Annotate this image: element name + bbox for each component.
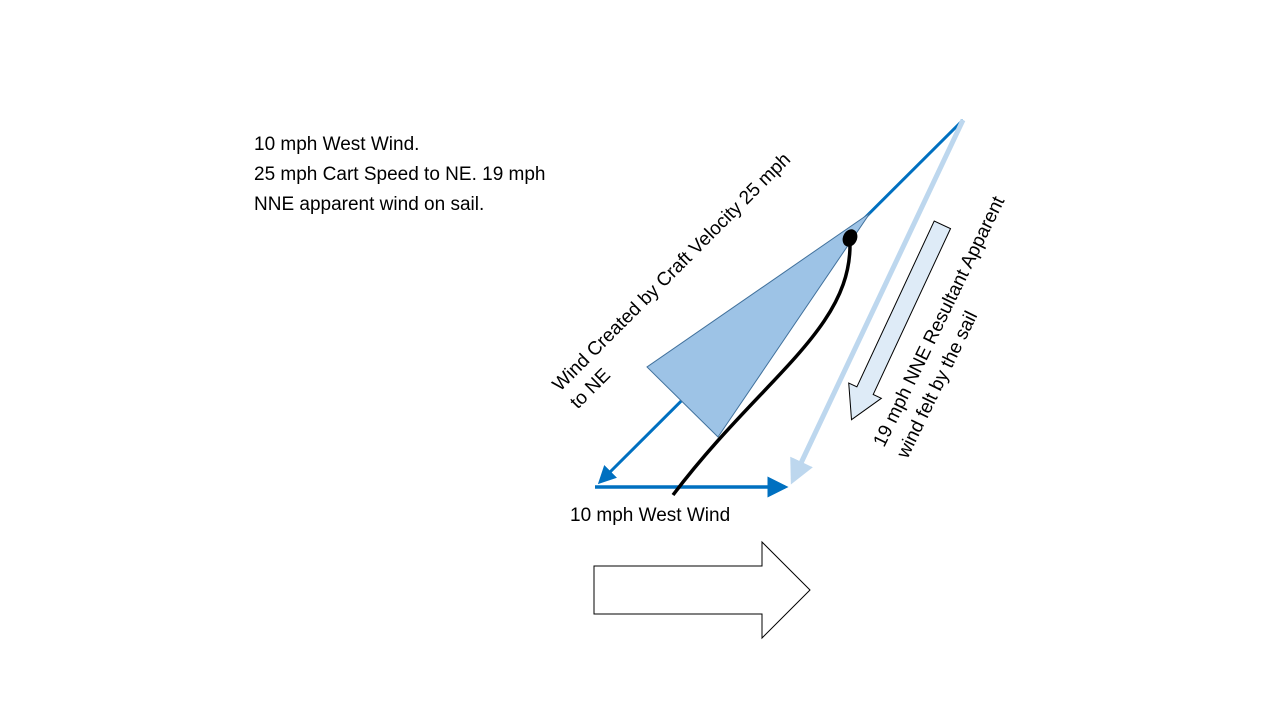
description-note: 10 mph West Wind. 25 mph Cart Speed to N… — [254, 134, 546, 215]
note-line-1: 10 mph West Wind. — [254, 134, 419, 155]
wind-direction-block-arrow — [593, 540, 811, 640]
note-line-3: NNE apparent wind on sail. — [254, 194, 484, 215]
apparent-wind-direction-arrow — [848, 220, 952, 421]
mast-head-dot — [842, 229, 858, 247]
apparent-wind-arrow — [790, 118, 966, 485]
sail-shape — [646, 212, 871, 438]
west-wind-label: 10 mph West Wind — [570, 505, 730, 526]
mast-curve — [671, 244, 852, 497]
note-line-2: 25 mph Cart Speed to NE. 19 mph — [254, 164, 546, 185]
